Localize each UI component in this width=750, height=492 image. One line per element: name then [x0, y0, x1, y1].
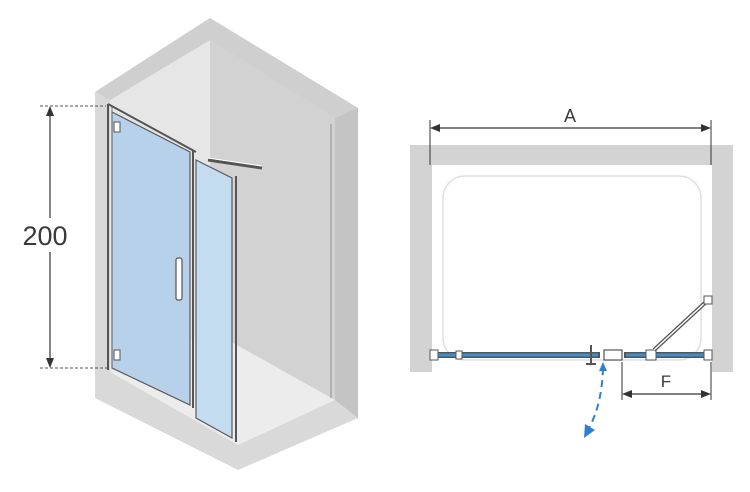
- plan-stabilizer-bar-inner: [653, 299, 709, 351]
- height-dimension: [20, 105, 108, 369]
- fixed-panel-glass: [195, 159, 233, 440]
- stabilizer-bar-highlight: [207, 157, 263, 167]
- hinge-top-icon: [113, 121, 121, 133]
- fixed-panel-dimension: [621, 362, 712, 400]
- fixed-panel-label: F: [661, 372, 671, 391]
- side-wall-inner: [210, 40, 335, 400]
- wall-top-edge: [95, 18, 358, 118]
- door-frame-top: [107, 103, 197, 153]
- plan-stabilizer-wall-mount: [703, 295, 713, 305]
- width-dimension: [429, 120, 712, 165]
- stabilizer-bar: [207, 158, 263, 170]
- door-swing-arrow-icon: [584, 362, 607, 438]
- wall-right-edge: [335, 108, 358, 418]
- width-label: A: [564, 106, 576, 126]
- plan-view: A: [410, 106, 733, 438]
- shower-tray: [442, 175, 702, 361]
- door-handle-icon: [175, 257, 183, 301]
- hinge-bottom-icon: [113, 349, 121, 361]
- plan-handle-icon: [586, 345, 596, 365]
- isometric-view: 200: [20, 18, 358, 470]
- height-label: 200: [22, 221, 67, 251]
- front-glass: [429, 349, 713, 361]
